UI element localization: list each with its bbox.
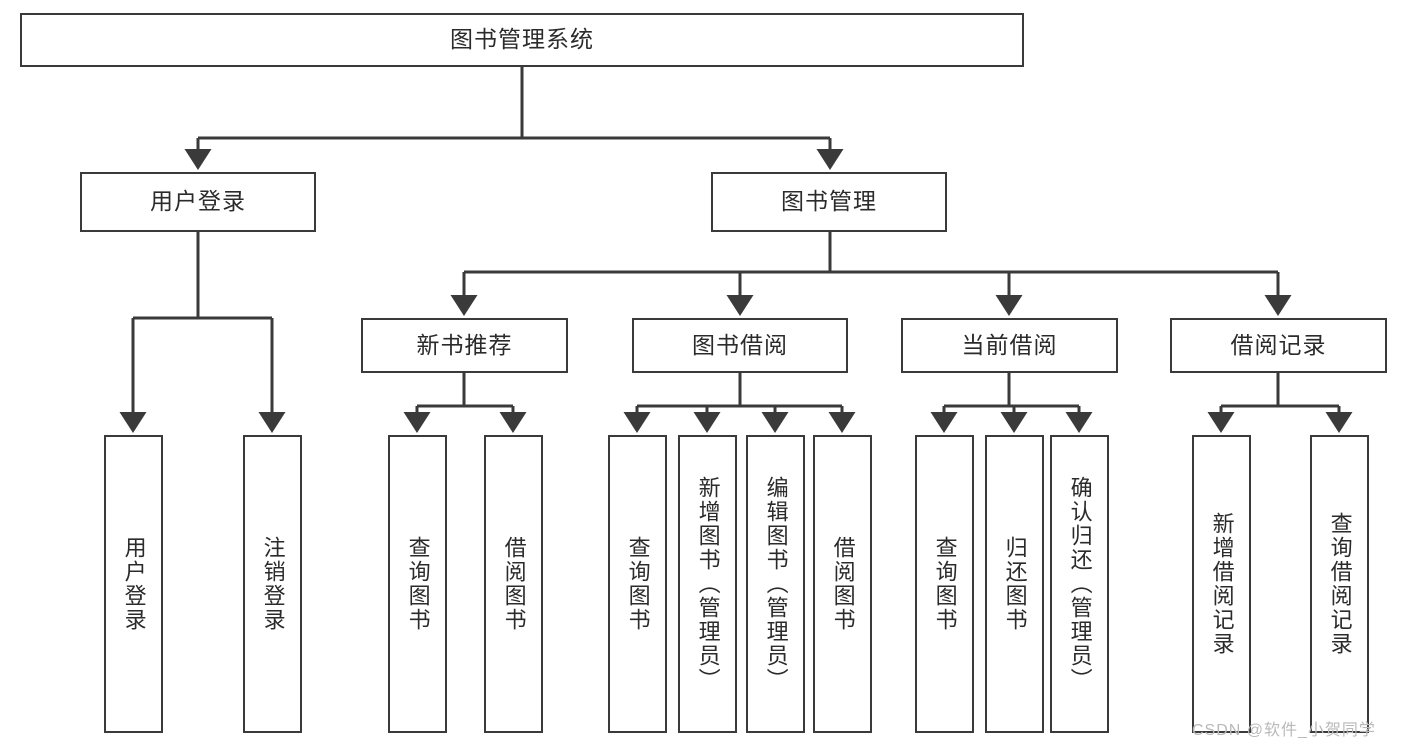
node-book-manage-label: 图书管理: [781, 188, 877, 215]
node-leaf-borrow-book-1[interactable]: 借阅图书: [484, 435, 543, 733]
node-leaf-borrow-book-2-label: 借阅图书: [830, 536, 856, 632]
node-leaf-borrow-book-1-label: 借阅图书: [501, 536, 527, 632]
node-leaf-query-record[interactable]: 查询借阅记录: [1310, 435, 1369, 733]
node-leaf-return-book[interactable]: 归还图书: [985, 435, 1044, 733]
node-leaf-query-book-3-label: 查询图书: [932, 536, 958, 632]
csdn-watermark: CSDN @软件_小贺同学: [1192, 722, 1376, 739]
node-leaf-add-book[interactable]: 新增图书（管理员）: [678, 435, 737, 733]
node-leaf-logout-label: 注销登录: [260, 536, 286, 632]
node-root[interactable]: 图书管理系统: [20, 13, 1024, 67]
node-leaf-query-book-2-label: 查询图书: [625, 536, 651, 632]
node-user-login-label: 用户登录: [150, 188, 246, 215]
node-new-book-recommend[interactable]: 新书推荐: [361, 318, 568, 373]
node-leaf-edit-book-label: 编辑图书（管理员）: [763, 476, 789, 692]
node-leaf-confirm-return-label: 确认归还（管理员）: [1067, 476, 1093, 692]
node-book-borrow-label: 图书借阅: [692, 331, 788, 358]
node-leaf-query-record-label: 查询借阅记录: [1327, 512, 1353, 656]
node-leaf-query-book-2[interactable]: 查询图书: [608, 435, 667, 733]
node-leaf-borrow-book-2[interactable]: 借阅图书: [813, 435, 872, 733]
node-leaf-edit-book[interactable]: 编辑图书（管理员）: [746, 435, 805, 733]
node-leaf-confirm-return[interactable]: 确认归还（管理员）: [1050, 435, 1109, 733]
node-leaf-user-login-label: 用户登录: [121, 536, 147, 632]
node-leaf-user-login[interactable]: 用户登录: [104, 435, 163, 733]
node-leaf-logout[interactable]: 注销登录: [243, 435, 302, 733]
node-leaf-query-book-3[interactable]: 查询图书: [915, 435, 974, 733]
node-book-borrow[interactable]: 图书借阅: [632, 318, 848, 373]
node-leaf-query-book-1-label: 查询图书: [405, 536, 431, 632]
node-new-book-recommend-label: 新书推荐: [416, 331, 513, 358]
node-leaf-add-record-label: 新增借阅记录: [1209, 512, 1235, 656]
node-root-label: 图书管理系统: [450, 26, 594, 53]
node-borrow-record[interactable]: 借阅记录: [1170, 318, 1387, 373]
node-borrow-record-label: 借阅记录: [1230, 331, 1327, 358]
node-leaf-return-book-label: 归还图书: [1002, 536, 1028, 632]
node-book-manage[interactable]: 图书管理: [711, 172, 947, 232]
node-leaf-add-book-label: 新增图书（管理员）: [695, 476, 721, 692]
node-current-borrow[interactable]: 当前借阅: [901, 318, 1118, 373]
node-leaf-add-record[interactable]: 新增借阅记录: [1192, 435, 1251, 733]
node-leaf-query-book-1[interactable]: 查询图书: [388, 435, 447, 733]
node-user-login[interactable]: 用户登录: [80, 172, 316, 232]
node-current-borrow-label: 当前借阅: [961, 331, 1058, 358]
